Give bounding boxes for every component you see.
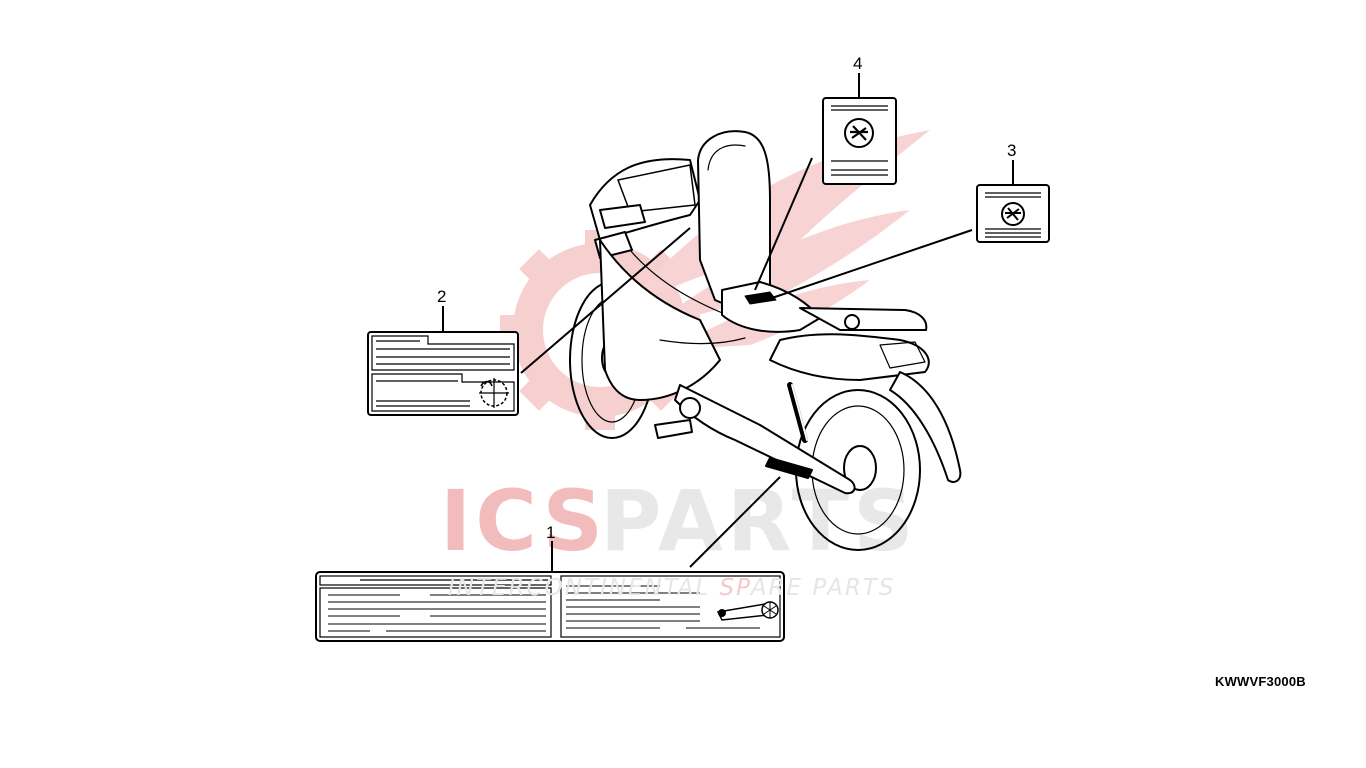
motorcycle-illustration [569, 130, 962, 551]
watermark-tagline-a: INTERCONTINENTAL [448, 575, 720, 601]
label-2-chain-decal [367, 331, 519, 416]
callout-2: 2 [437, 287, 447, 306]
leader-line-1b [689, 476, 781, 568]
leader-line-3b [771, 229, 973, 299]
callout-1: 1 [546, 523, 556, 542]
watermark-brand-red: ICS [440, 472, 607, 570]
callout-4: 4 [853, 54, 863, 73]
no-fire-icon [1001, 202, 1025, 226]
callout-3: 3 [1007, 141, 1017, 160]
leader-lines [442, 73, 1014, 572]
swingarm-icon [716, 601, 779, 621]
leader-line-2b [520, 227, 691, 374]
label-1-info-decal [315, 571, 785, 642]
label-4-caution-decal [822, 97, 897, 185]
chain-tension-icon [479, 378, 509, 408]
watermark-tagline-b: SP [719, 575, 751, 601]
watermark-tagline: INTERCONTINENTAL SPARE PARTS [448, 575, 895, 601]
leader-line-4b [754, 157, 813, 291]
no-fire-icon [844, 118, 874, 148]
watermark-brand-grey: PARTS [600, 472, 918, 570]
watermark-tagline-c: ARE PARTS [750, 575, 896, 601]
label-3-caution-decal [976, 184, 1050, 243]
diagram-part-code: KWWVF3000B [1215, 674, 1306, 689]
